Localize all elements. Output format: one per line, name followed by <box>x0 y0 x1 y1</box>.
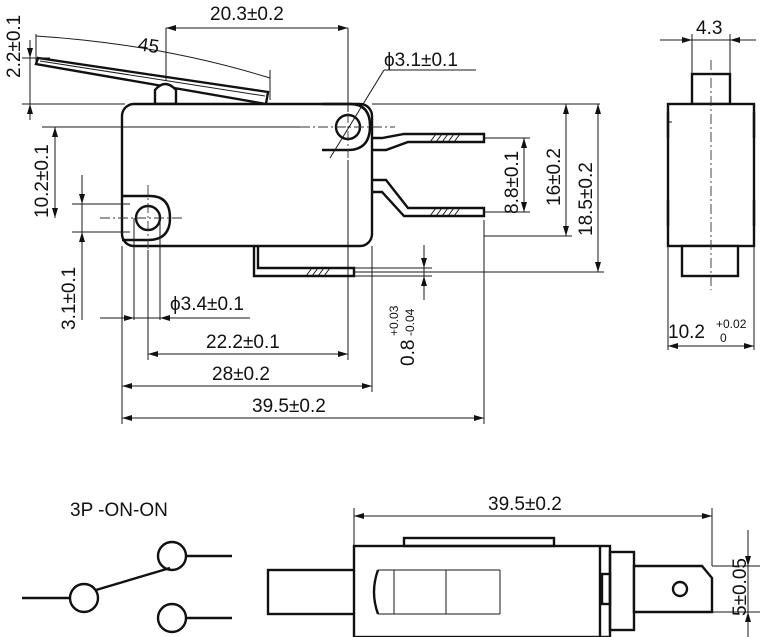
dim-body-length: 28±0.2 <box>212 364 270 385</box>
dim-side-width: 10.2 <box>668 322 705 343</box>
bottom-body <box>352 544 612 637</box>
dim-terminal-pitch: 8.8±0.1 <box>502 151 523 214</box>
circuit-label: 3P -ON-ON <box>70 500 168 521</box>
dim-bottom-terminal-width: 5±0.05 <box>730 558 751 616</box>
terminal-upper <box>372 132 486 152</box>
terminal-bottom <box>252 246 356 278</box>
actuator-lever <box>34 56 270 106</box>
contact-upper <box>156 540 188 572</box>
dim-mount-hole-bottom: ϕ3.4±0.1 <box>170 294 244 315</box>
plunger <box>153 82 178 106</box>
dim-lever-angle: 45 <box>137 34 161 58</box>
dim-terminal-thickness-plus: +0.03 <box>387 305 401 336</box>
dim-pin-offset: 3.1±0.1 <box>59 267 80 330</box>
dim-overall-height: 18.5±0.2 <box>576 162 597 236</box>
dim-bottom-length: 39.5±0.2 <box>488 494 562 515</box>
front-view <box>34 56 486 278</box>
dim-top-width: 20.3±0.2 <box>210 4 284 25</box>
dim-height-pin: 10.2±0.1 <box>32 144 53 218</box>
side-terminal-block <box>680 244 740 278</box>
dim-terminal-height: 16±0.2 <box>544 148 565 206</box>
side-view <box>660 34 756 350</box>
dim-side-width-minus: 0 <box>720 331 727 345</box>
dim-side-width-plus: +0.02 <box>716 317 747 331</box>
common-terminal <box>68 582 100 614</box>
dim-hole-spacing: 22.2±0.1 <box>206 332 280 353</box>
circuit-symbol <box>22 540 232 634</box>
front-dimensions <box>22 25 604 424</box>
terminal-lower <box>372 178 486 218</box>
switch-body <box>120 102 374 248</box>
dim-lever-height: 2.2±0.1 <box>4 15 25 78</box>
dim-terminal-thickness-minus: -0.04 <box>403 308 417 336</box>
dim-terminal-thickness: 0.8 <box>398 340 419 366</box>
dim-overall-length: 39.5±0.2 <box>252 396 326 417</box>
bottom-view <box>266 508 760 637</box>
dim-mount-hole-top: ϕ3.1±0.1 <box>384 50 458 71</box>
dim-side-actuator-width: 4.3 <box>696 18 722 39</box>
contact-lower <box>156 602 188 634</box>
